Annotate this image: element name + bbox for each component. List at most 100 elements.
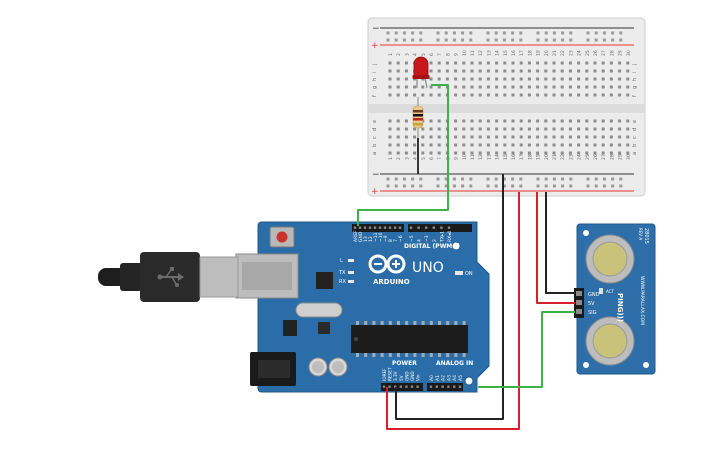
breadboard-hole[interactable]: [421, 143, 425, 147]
breadboard-hole[interactable]: [421, 93, 425, 97]
breadboard-hole[interactable]: [536, 77, 540, 81]
rail-hole[interactable]: [519, 31, 523, 35]
rail-hole[interactable]: [586, 38, 590, 42]
power-pin[interactable]: [399, 385, 402, 388]
breadboard-hole[interactable]: [593, 135, 597, 139]
breadboard-hole[interactable]: [503, 61, 507, 65]
rail-hole[interactable]: [611, 184, 615, 188]
breadboard-hole[interactable]: [437, 143, 441, 147]
rail-hole[interactable]: [619, 38, 623, 42]
breadboard-hole[interactable]: [388, 119, 392, 123]
rail-hole[interactable]: [436, 177, 440, 181]
rail-hole[interactable]: [469, 177, 473, 181]
breadboard-hole[interactable]: [503, 119, 507, 123]
breadboard-hole[interactable]: [536, 119, 540, 123]
rail-hole[interactable]: [511, 38, 515, 42]
rail-hole[interactable]: [561, 38, 565, 42]
breadboard-hole[interactable]: [552, 143, 556, 147]
breadboard-hole[interactable]: [388, 143, 392, 147]
breadboard-hole[interactable]: [527, 119, 531, 123]
breadboard-hole[interactable]: [544, 119, 548, 123]
rail-hole[interactable]: [452, 184, 456, 188]
breadboard-hole[interactable]: [552, 127, 556, 131]
rail-hole[interactable]: [602, 38, 606, 42]
breadboard-hole[interactable]: [519, 143, 523, 147]
breadboard-hole[interactable]: [618, 85, 622, 89]
analog-header[interactable]: [427, 383, 463, 391]
breadboard-hole[interactable]: [527, 143, 531, 147]
breadboard-hole[interactable]: [527, 61, 531, 65]
breadboard-hole[interactable]: [429, 127, 433, 131]
breadboard-hole[interactable]: [511, 143, 515, 147]
breadboard-hole[interactable]: [536, 61, 540, 65]
rail-hole[interactable]: [419, 177, 423, 181]
breadboard-hole[interactable]: [577, 85, 581, 89]
breadboard-hole[interactable]: [478, 127, 482, 131]
rail-hole[interactable]: [552, 184, 556, 188]
rail-hole[interactable]: [411, 184, 415, 188]
digital-pin[interactable]: [409, 226, 413, 229]
red-led[interactable]: [412, 56, 430, 89]
rail-hole[interactable]: [419, 38, 423, 42]
breadboard-hole[interactable]: [470, 69, 474, 73]
breadboard-hole[interactable]: [601, 77, 605, 81]
rail-hole[interactable]: [452, 38, 456, 42]
breadboard-hole[interactable]: [404, 61, 408, 65]
power-pin[interactable]: [394, 385, 397, 388]
breadboard-hole[interactable]: [511, 85, 515, 89]
breadboard-hole[interactable]: [445, 61, 449, 65]
breadboard-hole[interactable]: [527, 135, 531, 139]
breadboard-hole[interactable]: [462, 135, 466, 139]
breadboard-hole[interactable]: [503, 85, 507, 89]
breadboard-hole[interactable]: [609, 151, 613, 155]
breadboard-hole[interactable]: [495, 143, 499, 147]
breadboard-hole[interactable]: [503, 127, 507, 131]
breadboard-hole[interactable]: [486, 69, 490, 73]
breadboard-hole[interactable]: [577, 127, 581, 131]
breadboard-hole[interactable]: [560, 143, 564, 147]
breadboard-hole[interactable]: [421, 135, 425, 139]
rail-hole[interactable]: [536, 38, 540, 42]
digital-pin[interactable]: [363, 226, 367, 229]
rail-hole[interactable]: [552, 38, 556, 42]
breadboard-hole[interactable]: [396, 77, 400, 81]
breadboard[interactable]: − + − + 11223344556677889910101111121213…: [367, 17, 646, 197]
rail-hole[interactable]: [544, 184, 548, 188]
breadboard-hole[interactable]: [404, 127, 408, 131]
power-pin[interactable]: [388, 385, 391, 388]
breadboard-hole[interactable]: [503, 151, 507, 155]
breadboard-hole[interactable]: [404, 93, 408, 97]
breadboard-hole[interactable]: [503, 93, 507, 97]
breadboard-hole[interactable]: [404, 69, 408, 73]
breadboard-hole[interactable]: [429, 143, 433, 147]
analog-pin[interactable]: [458, 385, 462, 388]
breadboard-hole[interactable]: [437, 93, 441, 97]
breadboard-hole[interactable]: [486, 85, 490, 89]
breadboard-hole[interactable]: [486, 61, 490, 65]
breadboard-hole[interactable]: [585, 151, 589, 155]
breadboard-hole[interactable]: [511, 151, 515, 155]
breadboard-hole[interactable]: [413, 127, 417, 131]
digital-pin[interactable]: [373, 226, 377, 229]
rail-hole[interactable]: [511, 184, 515, 188]
rail-hole[interactable]: [619, 177, 623, 181]
breadboard-hole[interactable]: [577, 69, 581, 73]
breadboard-hole[interactable]: [626, 135, 630, 139]
breadboard-hole[interactable]: [454, 135, 458, 139]
breadboard-hole[interactable]: [626, 151, 630, 155]
breadboard-hole[interactable]: [396, 151, 400, 155]
breadboard-hole[interactable]: [609, 85, 613, 89]
breadboard-hole[interactable]: [462, 61, 466, 65]
breadboard-hole[interactable]: [618, 135, 622, 139]
breadboard-hole[interactable]: [462, 77, 466, 81]
breadboard-hole[interactable]: [519, 127, 523, 131]
breadboard-hole[interactable]: [626, 61, 630, 65]
breadboard-hole[interactable]: [445, 69, 449, 73]
breadboard-hole[interactable]: [495, 127, 499, 131]
breadboard-hole[interactable]: [601, 69, 605, 73]
breadboard-hole[interactable]: [585, 69, 589, 73]
wire-green-sensor-sig[interactable]: [478, 311, 575, 388]
breadboard-hole[interactable]: [585, 143, 589, 147]
rail-hole[interactable]: [594, 38, 598, 42]
breadboard-hole[interactable]: [601, 135, 605, 139]
